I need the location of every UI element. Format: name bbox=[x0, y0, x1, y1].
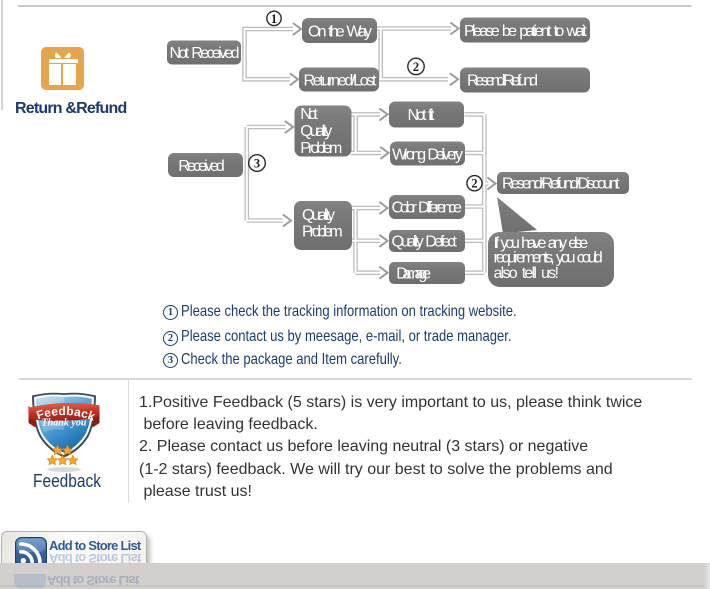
svg-text:Thank you: Thank you bbox=[42, 418, 87, 429]
svg-text:Resend/Refund/Discount: Resend/Refund/Discount bbox=[502, 176, 620, 193]
svg-text:3: 3 bbox=[254, 156, 260, 170]
svg-text:Quality: Quality bbox=[302, 207, 335, 224]
svg-text:Damage: Damage bbox=[396, 266, 431, 283]
svg-text:also tell us!: also tell us! bbox=[494, 265, 559, 282]
svg-text:If you have any else: If you have any else bbox=[494, 235, 589, 252]
svg-text:Returned/Lost: Returned/Lost bbox=[304, 73, 378, 90]
svg-text:Problem: Problem bbox=[302, 223, 343, 240]
svg-text:Problem: Problem bbox=[300, 140, 342, 157]
svg-text:Not fit: Not fit bbox=[408, 107, 436, 124]
svg-text:Wrong Delivery: Wrong Delivery bbox=[392, 147, 463, 164]
svg-text:Color Difference: Color Difference bbox=[392, 200, 463, 217]
svg-text:On the Way: On the Way bbox=[308, 24, 372, 41]
svg-text:Received: Received bbox=[178, 158, 225, 175]
svg-text:Quality Defect: Quality Defect bbox=[392, 234, 458, 251]
svg-text:Please be patient to wait: Please be patient to wait bbox=[464, 23, 588, 40]
svg-text:Not Received: Not Received bbox=[170, 45, 240, 62]
svg-text:Quality: Quality bbox=[300, 123, 332, 140]
svg-text:2: 2 bbox=[413, 60, 419, 74]
svg-text:Not: Not bbox=[300, 106, 318, 123]
svg-text:Resend/Refund: Resend/Refund bbox=[467, 73, 538, 90]
svg-text:requirements, you could: requirements, you could bbox=[494, 249, 603, 266]
svg-text:1: 1 bbox=[271, 12, 277, 26]
svg-text:2: 2 bbox=[471, 177, 477, 191]
